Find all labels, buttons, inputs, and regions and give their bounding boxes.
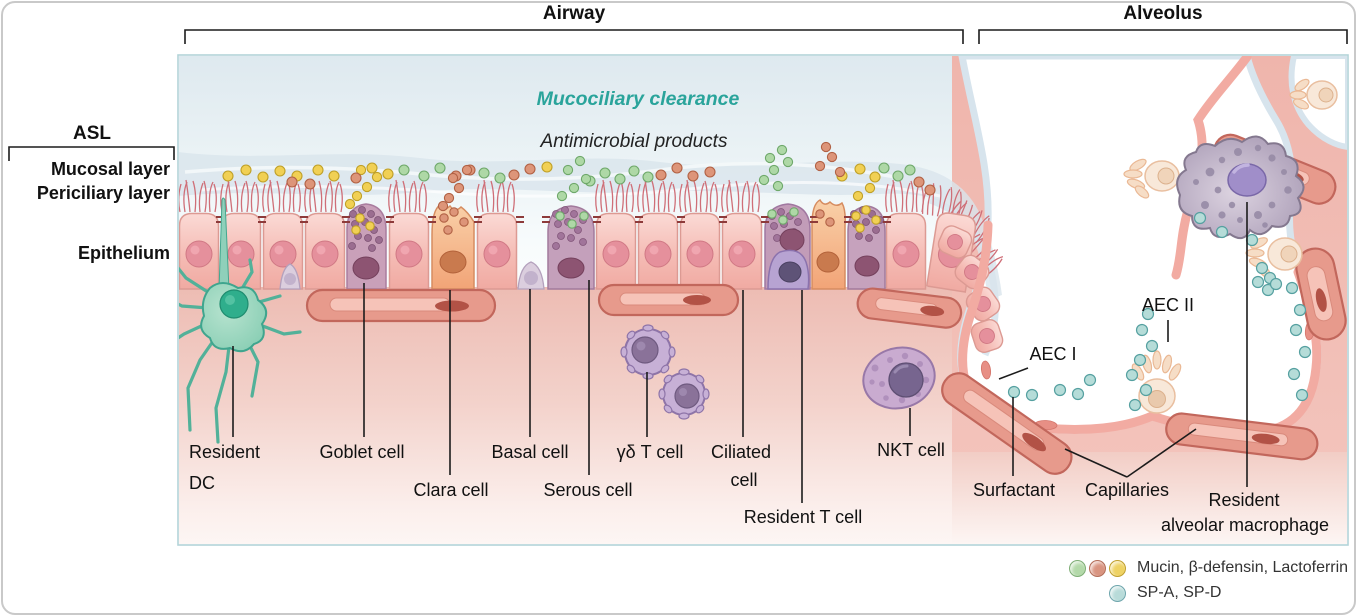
aec2-label: AEC II xyxy=(1141,295,1195,315)
resident-t-cell xyxy=(767,249,810,290)
clara-cell-2 xyxy=(811,199,846,290)
mucosal-layer-label: Mucosal layer xyxy=(50,159,170,179)
goblet-cell-label: Goblet cell xyxy=(319,442,405,462)
airway-bracket xyxy=(184,29,964,44)
ciliated-cell-label-line2: cell xyxy=(730,470,758,490)
mucociliary-clearance-title: Mucociliary clearance xyxy=(536,88,740,110)
aec2-cells xyxy=(1123,78,1338,414)
sp-a-sp-d-teal-dot-icon xyxy=(1109,585,1126,602)
asl-bracket xyxy=(8,146,175,161)
goblet-cell xyxy=(346,203,387,290)
nkt-cell xyxy=(862,346,936,410)
airway-capillaries xyxy=(305,283,963,329)
aec1-label: AEC I xyxy=(1029,344,1077,364)
resident-alv-macrophage-label-line2: alveolar macrophage xyxy=(1160,515,1330,535)
alveolar-macrophage xyxy=(1176,135,1305,240)
periciliary-layer-label: Periciliary layer xyxy=(36,183,170,203)
defensin-salmon-dot-icon xyxy=(1089,560,1106,577)
mucin-green-dot-icon xyxy=(1069,560,1086,577)
clara-cell xyxy=(431,203,475,290)
surfactant-dots xyxy=(1007,211,1312,412)
basal-cell xyxy=(279,261,545,290)
clara-cell-label: Clara cell xyxy=(413,480,489,500)
panel-border xyxy=(177,54,1349,546)
resident-dc-cell xyxy=(179,197,302,444)
lamina-propria-background xyxy=(179,287,960,544)
ciliated-cell-label-line1: Ciliated xyxy=(710,442,772,462)
resident-dc-label-line2: DC xyxy=(189,473,215,493)
alveolus-bracket xyxy=(978,29,1348,44)
resident-t-cell-label: Resident T cell xyxy=(743,507,863,527)
nkt-cell-label: NKT cell xyxy=(877,440,945,460)
serous-cell xyxy=(547,205,595,290)
legend-row2-label: SP-A, SP-D xyxy=(1137,584,1222,601)
tight-junctions xyxy=(216,216,891,223)
epithelium-label: Epithelium xyxy=(77,243,170,263)
capillaries-label: Capillaries xyxy=(1084,480,1170,500)
surfactant-label: Surfactant xyxy=(972,480,1056,500)
airway-region-label: Airway xyxy=(542,3,606,24)
antimicrobial-products-title: Antimicrobial products xyxy=(540,131,728,152)
resident-alv-macrophage-label-line1: Resident xyxy=(1208,490,1280,510)
gamma-delta-t-cells xyxy=(620,324,710,420)
alveolus-region-label: Alveolus xyxy=(1123,3,1203,24)
resident-dc-label-line1: Resident xyxy=(189,442,261,462)
asl-label: ASL xyxy=(73,123,111,144)
serous-cell-label: Serous cell xyxy=(543,480,633,500)
legend-row1-label: Mucin, β-defensin, Lactoferrin xyxy=(1137,559,1349,576)
leader-lines xyxy=(232,202,1248,503)
basal-cell-label: Basal cell xyxy=(491,442,569,462)
lactoferrin-yellow-dot-icon xyxy=(1109,560,1126,577)
gamma-delta-t-cell-label: γδ T cell xyxy=(616,442,684,462)
secreted-product-dots xyxy=(222,141,936,235)
